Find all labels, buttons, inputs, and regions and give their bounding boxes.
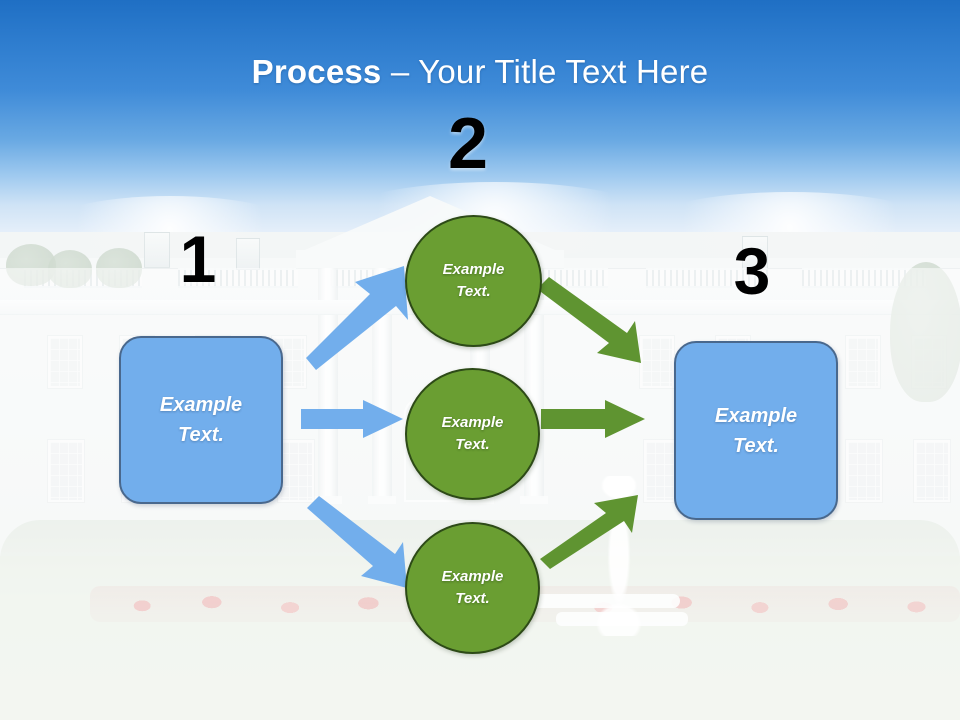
step-number-1: 1 (179, 222, 217, 296)
green-arrow-up-icon (540, 495, 638, 569)
chimney-right (742, 236, 768, 270)
process-circle-top[interactable]: Example Text. (405, 215, 542, 347)
process-box-left[interactable]: Example Text. (119, 336, 283, 504)
green-arrow-straight-icon (541, 400, 645, 438)
process-circle-bottom[interactable]: Example Text. (405, 522, 540, 654)
blue-arrow-up-icon (306, 266, 408, 370)
tree-right-1 (890, 262, 960, 402)
blue-arrow-straight-icon (301, 400, 403, 438)
process-circle-top-label: Example Text. (442, 261, 505, 300)
step-number-2: 2 (447, 104, 489, 184)
process-circle-bottom-label: Example Text. (441, 568, 504, 607)
page-title: Process – Your Title Text Here (0, 52, 960, 92)
tree-left-3 (96, 248, 142, 288)
green-arrow-down-icon (537, 277, 641, 363)
window-upper-7 (846, 336, 880, 388)
title-bold-part: Process (251, 53, 382, 90)
process-box-right[interactable]: Example Text. (674, 341, 838, 520)
process-box-left-label: Example Text. (159, 394, 243, 446)
process-box-right-label: Example Text. (714, 404, 798, 457)
window-lower-8 (914, 440, 950, 502)
window-lower-1 (48, 440, 84, 502)
tree-left-2 (48, 250, 92, 288)
window-lower-4 (278, 440, 314, 502)
step-number-3: 3 (733, 234, 771, 308)
process-circle-middle-label: Example Text. (441, 414, 504, 453)
window-upper-1 (48, 336, 82, 388)
chimney-left (144, 232, 170, 268)
process-circle-middle[interactable]: Example Text. (405, 368, 540, 500)
blue-arrow-down-icon (307, 496, 407, 588)
title-rest-part: – Your Title Text Here (381, 53, 709, 90)
window-lower-7 (846, 440, 882, 502)
chimney-center (236, 238, 260, 270)
